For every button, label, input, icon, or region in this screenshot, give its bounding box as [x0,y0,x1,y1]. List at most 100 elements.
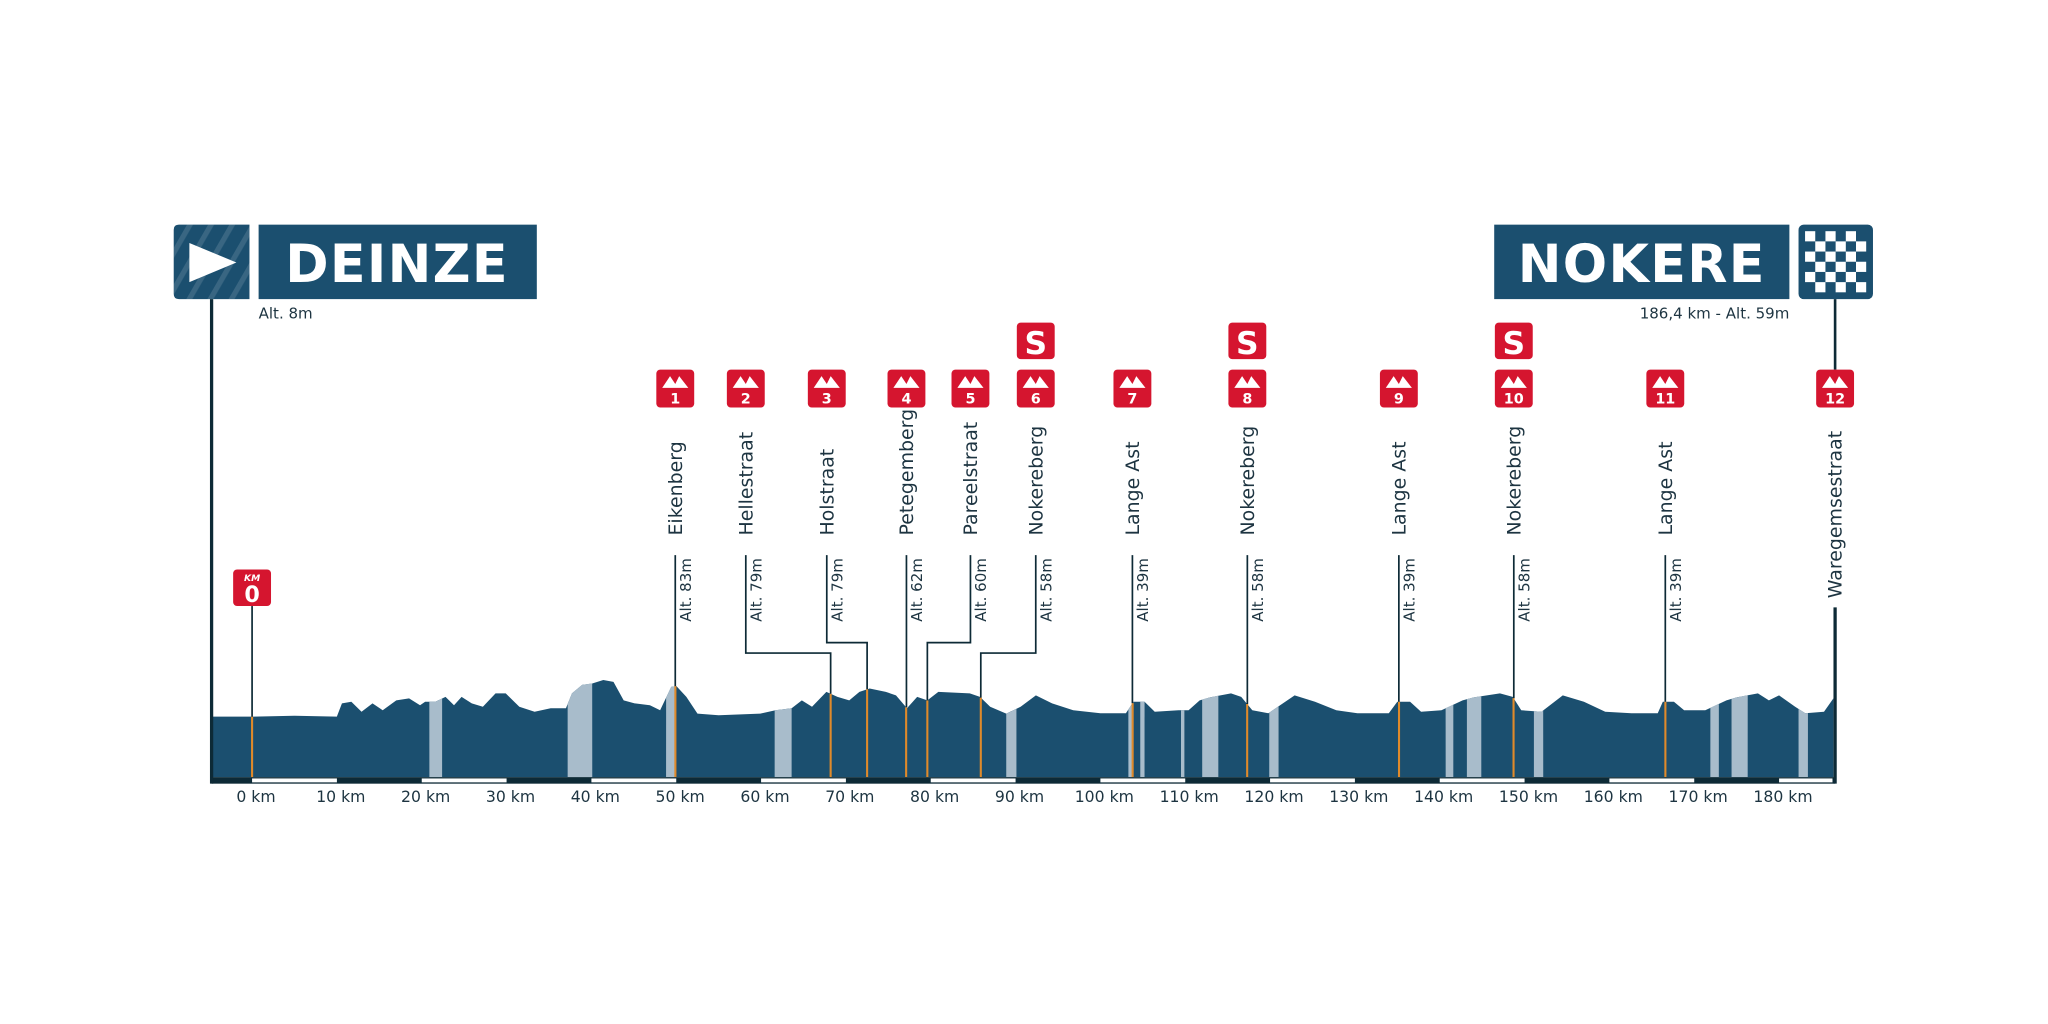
sprint-badge [1016,322,1055,360]
mountain-icon [1119,376,1146,388]
km0-label-num: 0 [244,582,259,608]
axis-segment [1439,778,1525,783]
climb-number: 3 [822,392,832,408]
sprint-badge [1494,322,1533,360]
sprint-icon: S [1024,326,1047,362]
mountain-icon [813,376,840,388]
climb-altitude: Alt. 39m [1667,558,1685,622]
climb-badge [887,369,926,408]
climb-altitude: Alt. 39m [1401,558,1419,622]
elevation-profile [212,679,1834,778]
cobbled-section [1180,710,1185,778]
climb-number: 8 [1242,392,1252,408]
axis-segment [252,778,337,783]
climb-number: 1 [670,392,680,408]
checker-square [1856,241,1867,252]
x-tick-label: 110 km [1160,787,1219,806]
axis-segment [1779,778,1833,783]
mountain-icon [957,376,984,388]
start-altitude: Alt. 8m [259,305,313,323]
climb-number: 6 [1031,392,1041,408]
x-tick-label: 10 km [316,787,365,806]
climb-name: Holstraat [816,449,838,536]
climb-badge [726,369,765,408]
x-tick-label: 70 km [825,787,874,806]
x-tick-label: 0 km [236,787,275,806]
axis-strip [211,777,1836,784]
play-triangle-icon [189,242,237,283]
x-tick-label: 160 km [1584,787,1643,806]
checker-square [1805,251,1816,262]
start-city: DEINZE [285,235,509,295]
climb-name: Nokereberg [1503,426,1525,536]
cobbled-section [1202,695,1219,778]
climb-number: 10 [1504,392,1524,408]
finish-distance-altitude: 186,4 km - Alt. 59m [1640,305,1790,323]
km0-badge [233,569,272,607]
cobbled-section [1269,706,1279,778]
cobbled-section [567,683,593,778]
x-tick-label: 50 km [656,787,705,806]
cobbled-section [666,686,676,778]
mountain-icon [1500,376,1527,388]
cobbled-section [1710,703,1719,778]
climb-number: 4 [901,392,911,408]
climb-altitude: Alt. 39m [1134,558,1152,622]
cobbled-section [774,708,792,778]
climb-altitude: Alt. 60m [972,558,990,622]
climb-name: Eikenberg [665,441,687,535]
climb-altitude: Alt. 79m [747,558,765,622]
cobbled-section [1533,710,1544,778]
checkered-flag-icon [1798,224,1873,300]
climb-name: Nokereberg [1237,426,1259,536]
axis-segment [1609,778,1695,783]
climb-leader-line [825,555,868,690]
mountain-icon [1652,376,1679,388]
cobbled-section [1006,708,1017,778]
climb-number: 9 [1394,392,1404,408]
x-tick-label: 20 km [401,787,450,806]
checker-square [1805,271,1816,283]
climb-number: 2 [741,392,751,408]
checker-square [1805,231,1816,242]
climb-altitude: Alt. 58m [1515,558,1533,622]
climb-badge [1113,369,1152,408]
x-tick-label: 120 km [1244,787,1303,806]
axis-segment [1270,778,1355,783]
climb-name: Lange Ast [1388,441,1410,535]
x-tick-label: 80 km [910,787,959,806]
checker-square [1856,282,1867,293]
checker-square [1845,251,1856,262]
climb-name: Petegemberg [896,409,918,536]
mountain-icon [893,376,920,388]
start-city-box [258,224,537,300]
start-block: DEINZE Alt. 8m [173,224,537,323]
climb-badge [1379,369,1418,408]
climb-number: 7 [1127,392,1137,408]
climb-altitude: Alt. 83m [677,558,695,622]
axis-segment [761,778,846,783]
climb-badge [1646,369,1685,408]
climb-badge [1494,369,1533,408]
climb-altitude: Alt. 58m [1037,558,1055,622]
climb-badge [1228,369,1267,408]
mountain-icon [1822,376,1849,388]
checker-square [1815,261,1826,272]
checker-square [1835,282,1846,293]
climb-leader-line [979,555,1037,698]
mountain-icon [732,376,759,388]
cobbled-section [1731,695,1748,778]
cobbled-section [1140,701,1145,778]
finish-block: NOKERE 186,4 km - Alt. 59m [1494,224,1873,323]
climb-name: Lange Ast [1122,441,1144,535]
